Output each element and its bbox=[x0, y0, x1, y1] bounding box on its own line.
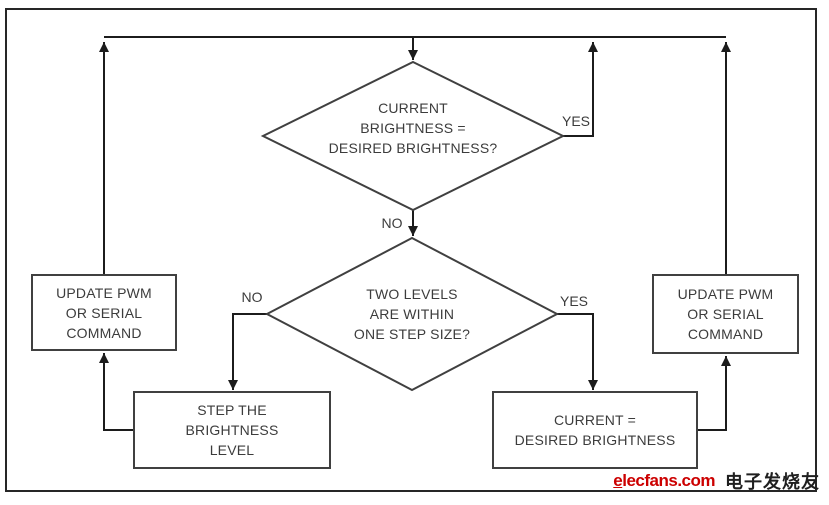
diagram-border bbox=[5, 8, 817, 492]
decision-brightness-equal-shape bbox=[260, 60, 566, 212]
process-update-pwm-right-text: UPDATE PWM OR SERIAL COMMAND bbox=[677, 286, 774, 342]
process-step-brightness-text: STEP THE BRIGHTNESS LEVEL bbox=[185, 402, 279, 458]
watermark-chinese: 电子发烧友 bbox=[725, 472, 820, 492]
yes2-line bbox=[557, 313, 598, 390]
decision-within-one-step-text: TWO LEVELS ARE WITHIN ONE STEP SIZE? bbox=[353, 286, 471, 342]
yes1-return-line bbox=[563, 42, 598, 137]
process-set-current-text: CURRENT = DESIRED BRIGHTNESS bbox=[514, 412, 676, 448]
decision-within-one-step-shape bbox=[264, 236, 560, 392]
elecfans-watermark: elecfans.com 电子发烧友 bbox=[613, 465, 820, 497]
watermark-brand: elecfans.com bbox=[613, 471, 715, 490]
step-to-update-left-line bbox=[99, 353, 134, 431]
label-yes-top: YES bbox=[561, 113, 590, 129]
process-update-pwm-left-text: UPDATE PWM OR SERIAL COMMAND bbox=[56, 284, 152, 341]
process-set-current-shape bbox=[492, 391, 698, 469]
label-no-top: NO bbox=[381, 215, 403, 231]
label-yes-right: YES bbox=[559, 293, 588, 309]
process-update-pwm-right-shape bbox=[652, 274, 799, 354]
current-to-update-right-line bbox=[697, 356, 731, 431]
decision-brightness-equal-text: CURRENT BRIGHTNESS = DESIRED BRIGHTNESS? bbox=[328, 100, 498, 156]
process-update-pwm-left-shape bbox=[31, 274, 177, 351]
no2-line bbox=[228, 313, 267, 390]
process-step-brightness-shape bbox=[133, 391, 331, 469]
label-no-left: NO bbox=[241, 289, 263, 305]
